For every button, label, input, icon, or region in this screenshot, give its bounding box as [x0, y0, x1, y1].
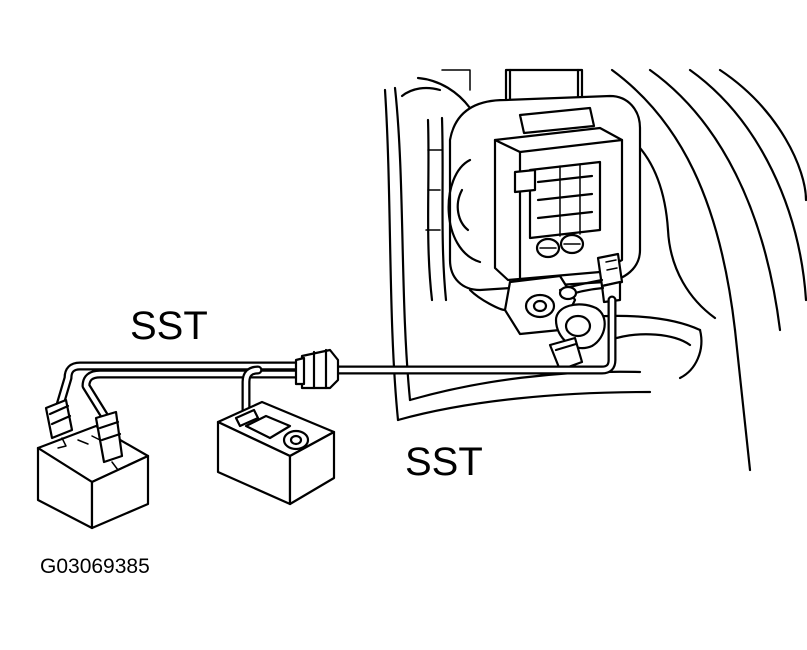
sst-cable	[55, 295, 617, 425]
pillar-harness	[425, 116, 448, 302]
tester-box	[216, 400, 336, 506]
battery	[36, 424, 150, 530]
squib-connector	[558, 252, 624, 304]
seatbelt-retractor-assembly	[447, 68, 642, 336]
inline-connector	[294, 348, 340, 390]
anchor-bolt	[548, 303, 606, 372]
sst-label-lower: SST	[405, 440, 483, 484]
battery-clips	[44, 398, 124, 471]
figure-code: G03069385	[40, 555, 150, 578]
sst-label-upper: SST	[130, 304, 208, 348]
